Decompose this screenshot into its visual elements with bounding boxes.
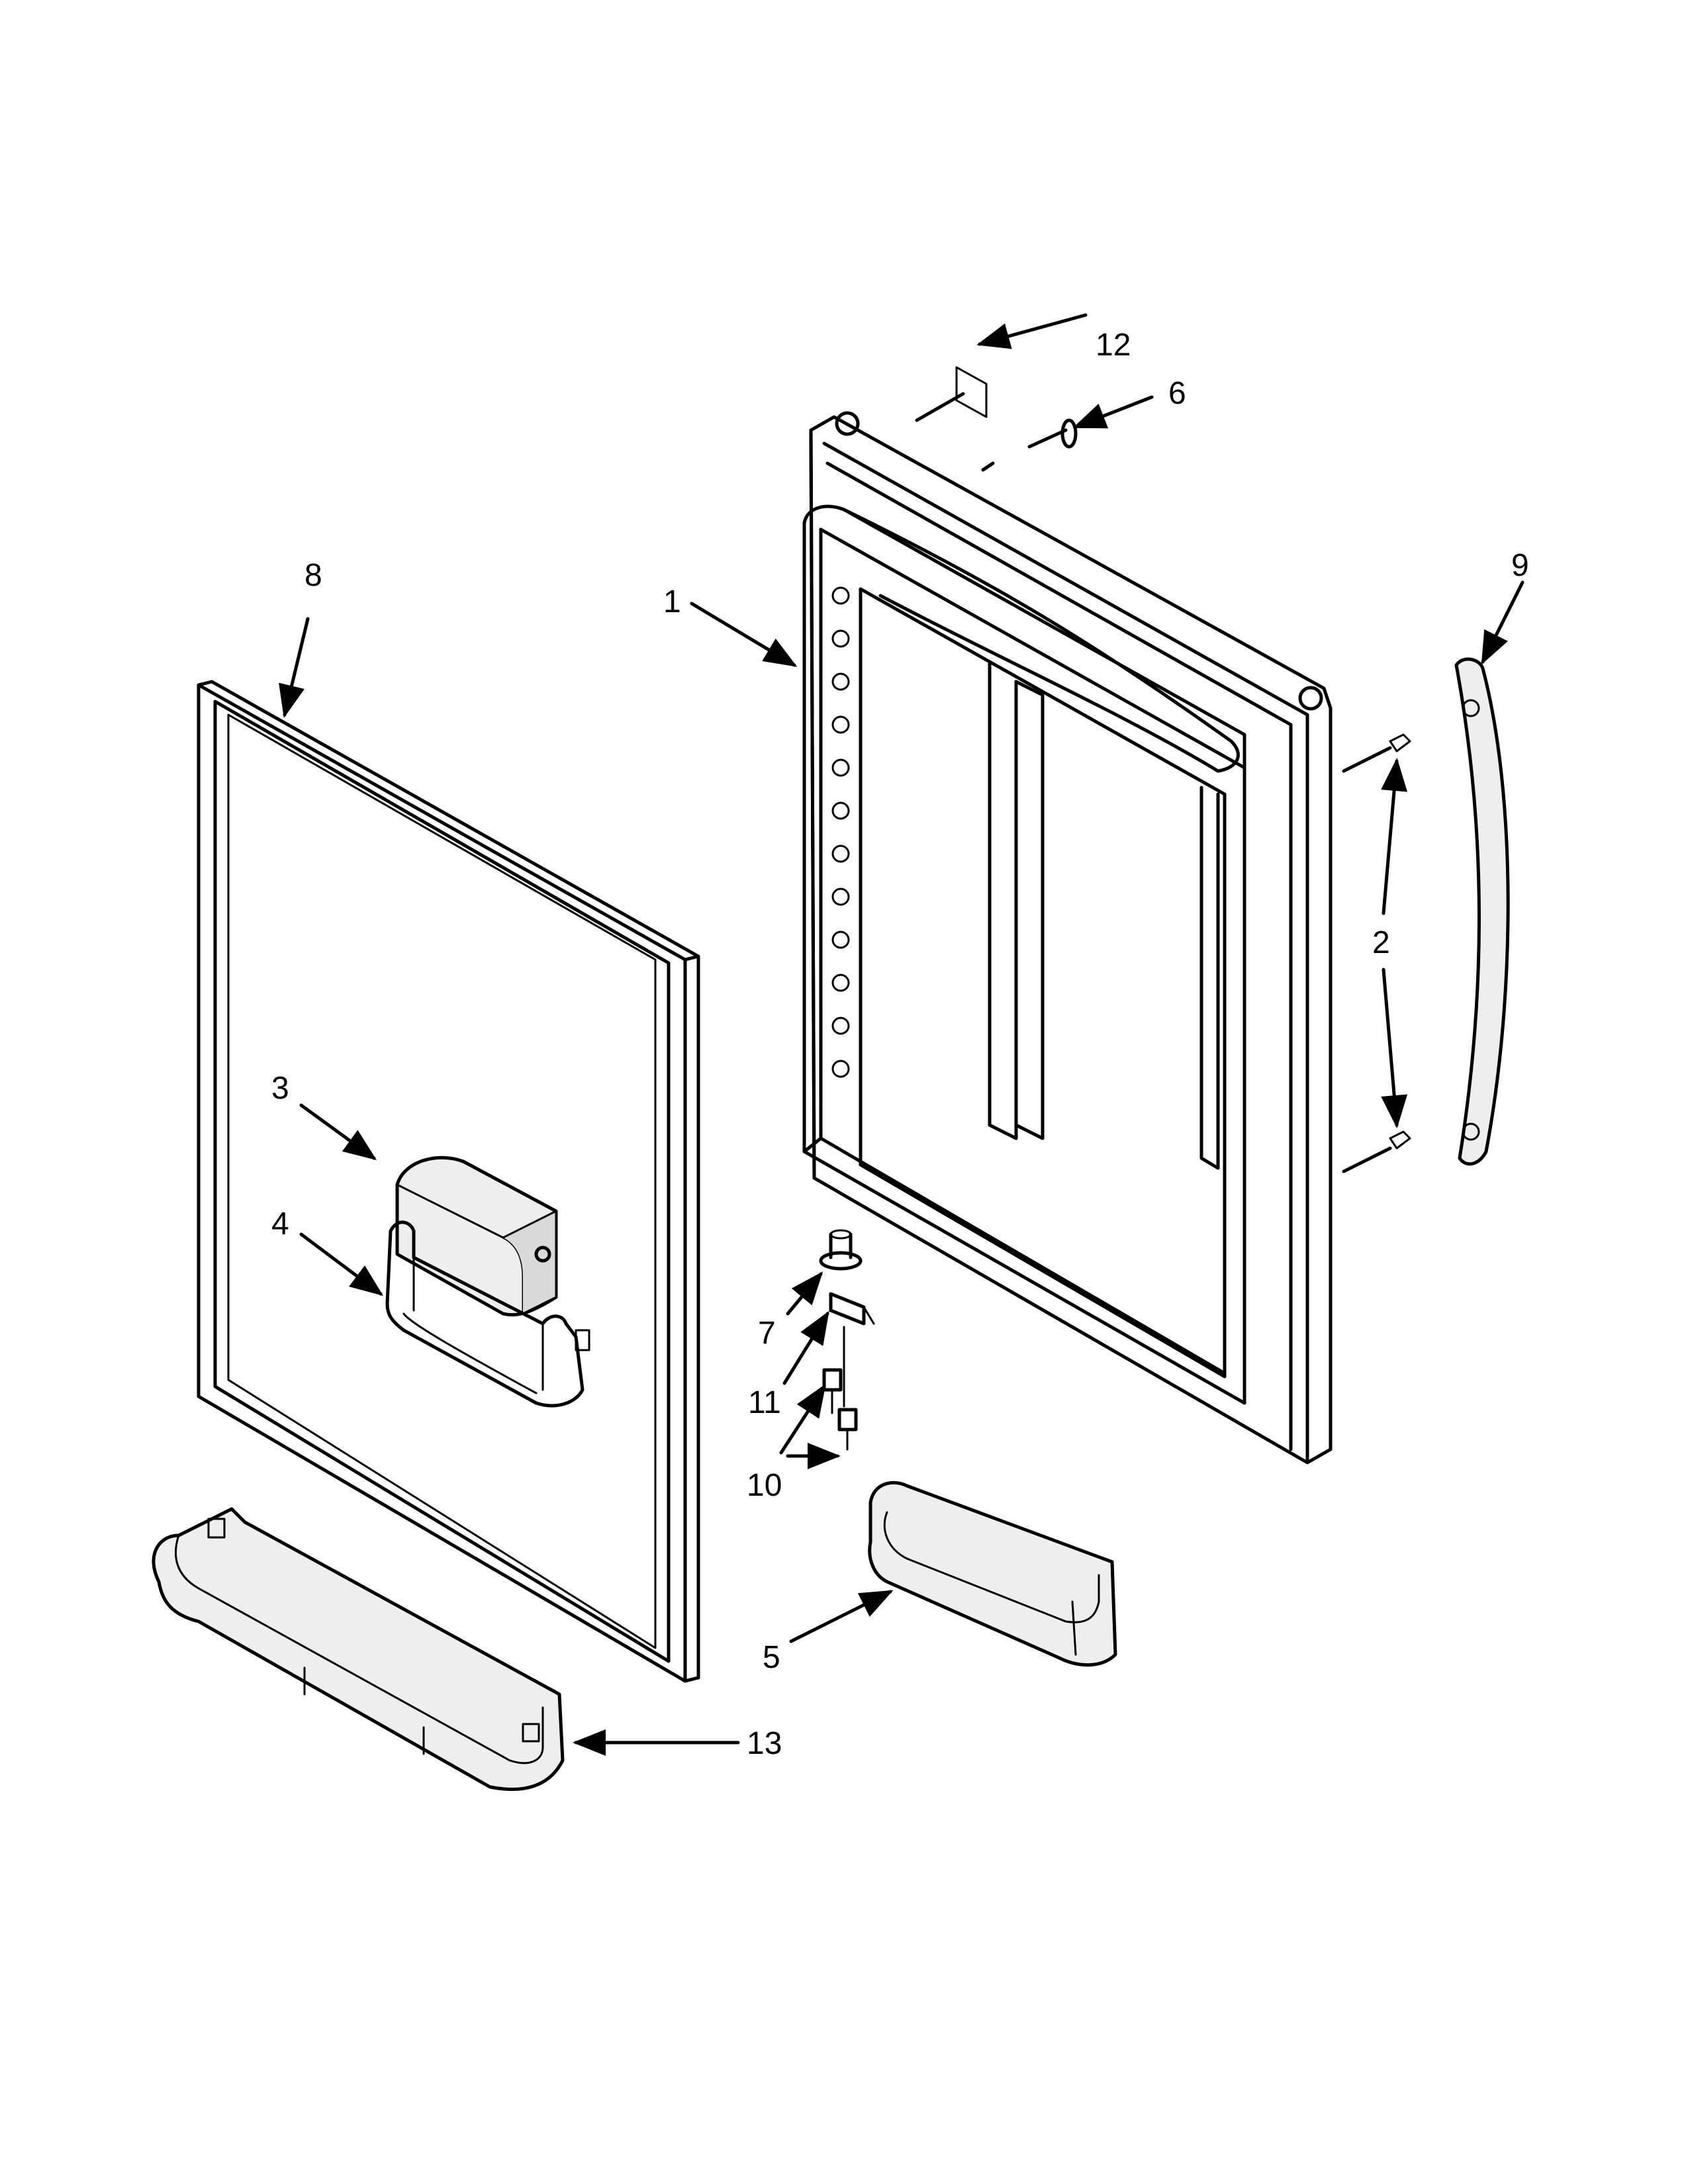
callout-10: 10 <box>747 1468 782 1503</box>
callout-6: 6 <box>1168 376 1186 411</box>
callout-3: 3 <box>271 1071 289 1106</box>
callout-1: 1 <box>663 584 681 619</box>
door-bin-part-13 <box>152 1507 565 1792</box>
hinge-bushing-part-7 <box>819 1229 863 1271</box>
callout-13: 13 <box>747 1726 782 1761</box>
callout-4: 4 <box>271 1206 289 1242</box>
callout-7: 7 <box>758 1316 776 1351</box>
handle-screws-part-2 <box>1342 733 1411 1173</box>
callout-11: 11 <box>748 1385 781 1420</box>
callout-8: 8 <box>305 558 322 593</box>
screws-part-10 <box>822 1326 858 1451</box>
shelf-stud-row <box>831 586 850 1078</box>
callout-2: 2 <box>1372 925 1390 960</box>
door-liner-part-8 <box>197 680 700 1683</box>
callout-labels: 12 6 8 1 9 2 3 4 7 11 10 5 13 <box>271 328 1529 1761</box>
dairy-bin-part-4 <box>385 1220 590 1408</box>
hinge-pin-part-6 <box>981 418 1078 472</box>
door-bin-part-5 <box>868 1480 1117 1667</box>
callout-12: 12 <box>1096 328 1131 363</box>
handle-part-9 <box>1454 657 1510 1166</box>
callout-5: 5 <box>763 1640 780 1675</box>
bracket-part-11 <box>829 1292 875 1326</box>
refrigerator-door-part-1 <box>802 411 1333 1465</box>
leader-lines <box>279 313 1524 1756</box>
callout-9: 9 <box>1511 548 1529 583</box>
dairy-cover-part-3 <box>395 1156 558 1317</box>
label-part-12 <box>915 366 988 422</box>
